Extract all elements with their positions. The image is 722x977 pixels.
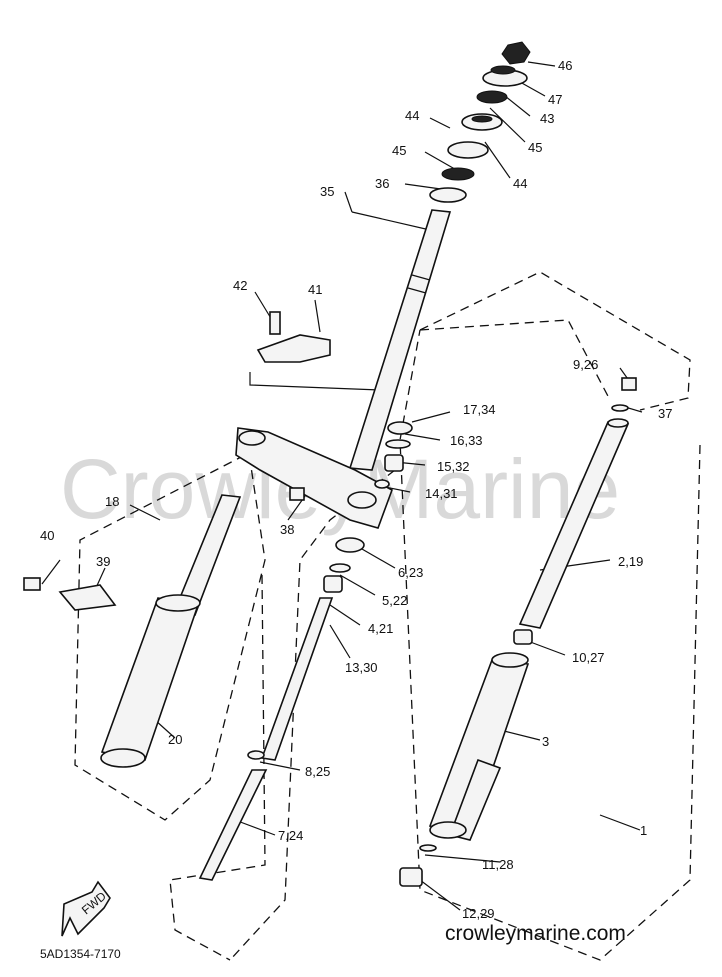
label-4-21: 4,21 bbox=[368, 621, 393, 636]
label-42: 42 bbox=[233, 278, 247, 293]
right-fork bbox=[428, 418, 630, 841]
left-fork bbox=[100, 494, 242, 768]
label-36: 36 bbox=[375, 176, 389, 191]
small-parts-top-right bbox=[611, 377, 637, 412]
clamp-39 bbox=[23, 577, 117, 611]
label-44-top: 44 bbox=[405, 108, 419, 123]
label-1: 1 bbox=[640, 823, 647, 838]
label-37: 37 bbox=[658, 406, 672, 421]
label-14-31: 14,31 bbox=[425, 486, 458, 501]
label-15-32: 15,32 bbox=[437, 459, 470, 474]
headstock-parts bbox=[429, 41, 531, 203]
label-47: 47 bbox=[548, 92, 562, 107]
bolt-38 bbox=[289, 487, 305, 501]
center-inner-parts bbox=[198, 537, 365, 881]
label-45-left: 45 bbox=[392, 143, 406, 158]
label-41: 41 bbox=[308, 282, 322, 297]
label-11-28: 11,28 bbox=[482, 857, 514, 872]
label-44-right: 44 bbox=[513, 176, 527, 191]
label-39: 39 bbox=[96, 554, 110, 569]
label-20: 20 bbox=[168, 732, 182, 747]
label-18: 18 bbox=[105, 494, 119, 509]
label-3: 3 bbox=[542, 734, 549, 749]
group-outline-left-fork bbox=[74, 454, 266, 821]
label-13-30: 13,30 bbox=[345, 660, 378, 675]
label-40: 40 bbox=[40, 528, 54, 543]
label-6-23: 6,23 bbox=[398, 565, 423, 580]
label-46: 46 bbox=[558, 58, 572, 73]
label-9-26: 9,26 bbox=[573, 357, 598, 372]
label-5-22: 5,22 bbox=[382, 593, 407, 608]
leader-lines bbox=[41, 61, 643, 911]
fwd-arrow: FWD bbox=[61, 880, 111, 937]
label-35: 35 bbox=[320, 184, 334, 199]
under-bracket bbox=[235, 427, 393, 529]
label-7-24: 7,24 bbox=[278, 828, 303, 843]
bottom-bolt bbox=[399, 844, 437, 887]
bracket-41 bbox=[256, 311, 331, 363]
label-16-33: 16,33 bbox=[450, 433, 483, 448]
label-17-34: 17,34 bbox=[463, 402, 496, 417]
label-12-29: 12,29 bbox=[462, 906, 495, 921]
label-43: 43 bbox=[540, 111, 554, 126]
label-38: 38 bbox=[280, 522, 294, 537]
group-outline-center-tube bbox=[169, 574, 266, 961]
site-name: crowleymarine.com bbox=[445, 922, 626, 945]
diagram-code: 5AD1354-7170 bbox=[40, 947, 121, 961]
group-outline-inner bbox=[229, 319, 611, 961]
steering-stem bbox=[348, 209, 452, 471]
label-8-25: 8,25 bbox=[305, 764, 330, 779]
label-2-19: 2,19 bbox=[618, 554, 643, 569]
small-parts-right bbox=[374, 421, 413, 489]
label-45-right: 45 bbox=[528, 140, 542, 155]
label-10-27: 10,27 bbox=[572, 650, 605, 665]
